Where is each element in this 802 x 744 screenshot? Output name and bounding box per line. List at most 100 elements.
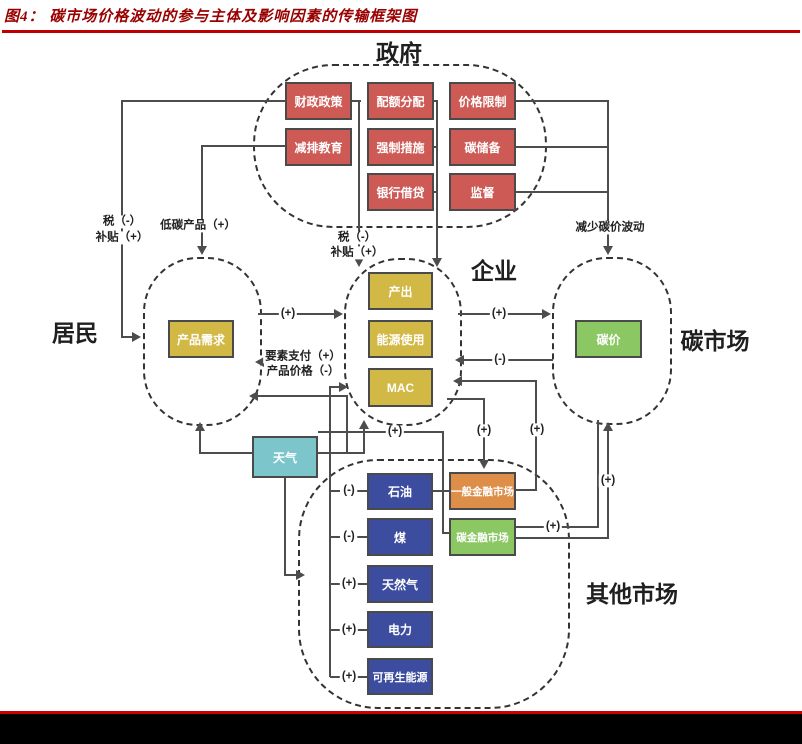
node-renewable-energy: 可再生能源	[367, 658, 433, 695]
edge-carbfin-carbonmarket-h	[516, 537, 609, 539]
footer-bar	[0, 714, 802, 744]
arrow-into-carbonmarket-left	[542, 309, 551, 319]
edge-genfin-enterprise-h1	[461, 380, 536, 382]
label-tax-mid: 税（-）	[335, 231, 379, 245]
footer-rule	[0, 711, 802, 714]
arrow-into-carbonmarket-top	[603, 246, 613, 255]
edge-residents-enterprise	[258, 313, 338, 315]
arrow-into-carbonmarket-bottom	[603, 422, 613, 431]
edge-gov-carbonmarket-v	[607, 100, 609, 248]
other-markets-group-outline	[298, 459, 570, 709]
edge-trunk-carbfin-stub	[443, 532, 450, 534]
node-fiscal-policy: 财政政策	[285, 82, 352, 120]
edge-trunk-carbfin-h	[318, 431, 444, 433]
title-rule	[2, 30, 800, 33]
label-plus-carbonmarket-carbfin: (+)	[543, 520, 563, 534]
tick-oil-left	[330, 490, 340, 492]
label-plus-enterprise-carbonmarket: (+)	[489, 307, 509, 321]
label-product-price: 产品价格（-）	[264, 365, 342, 379]
edge-weather-othermarkets-v	[284, 478, 286, 576]
edge-weather-residents-h	[200, 452, 252, 454]
edge-weather-residents-v	[199, 430, 201, 454]
edge-energy-mac-v	[329, 386, 331, 677]
node-energy-use: 能源使用	[368, 320, 433, 358]
tick-electricity-left	[330, 629, 340, 631]
node-weather: 天气	[252, 436, 318, 478]
edge-gov-enterprise-v	[436, 100, 438, 260]
label-plus-enterprise-genfin: (+)	[474, 424, 494, 438]
enterprise-group-outline	[344, 258, 462, 426]
enterprise-label: 企业	[471, 258, 517, 284]
arrow-into-enterprise-top-right	[432, 258, 442, 267]
node-product-demand: 产品需求	[168, 320, 234, 358]
edge-fiscal-enterprise-h	[352, 100, 361, 102]
arrow-into-enterprise-right1	[455, 355, 464, 365]
label-plus-gas: (+)	[339, 577, 359, 591]
edge-carbonmarket-carbfin-v	[597, 420, 599, 528]
arrow-into-enterprise-bottom	[359, 420, 369, 429]
edge-genfin-enterprise-h2	[516, 489, 536, 491]
label-plus-electricity: (+)	[339, 623, 359, 637]
arrow-into-enterprise-top-left	[354, 258, 364, 267]
edge-pricelimit-h	[516, 100, 608, 102]
node-coal: 煤	[367, 518, 433, 556]
node-output: 产出	[368, 272, 433, 310]
node-emission-education: 减排教育	[285, 128, 352, 166]
node-carbon-financial-market: 碳金融市场	[449, 518, 516, 556]
arrow-into-residents-right	[255, 357, 264, 367]
government-label: 政府	[376, 40, 422, 66]
edge-fiscal-enterprise-v	[358, 100, 360, 260]
node-mac: MAC	[368, 368, 433, 407]
edge-fiscal-residents-h1	[122, 100, 285, 102]
node-natural-gas: 天然气	[367, 565, 433, 603]
node-general-financial-market: 一般金融市场	[449, 472, 516, 510]
edge-education-residents-h	[202, 145, 285, 147]
tick-gas-right	[357, 583, 367, 585]
label-plus-genfin-enterprise: (+)	[527, 423, 547, 437]
edge-oil-genfin	[433, 490, 449, 492]
label-plus-renewable: (+)	[339, 670, 359, 684]
node-electricity: 电力	[367, 611, 433, 648]
label-low-carbon-product: 低碳产品（+）	[158, 219, 238, 233]
arrow-into-residents-left	[132, 332, 141, 342]
node-carbon-price: 碳价	[575, 320, 642, 358]
arrow-into-enterprise-left	[334, 309, 343, 319]
tick-coal-left	[330, 536, 340, 538]
residents-label: 居民	[52, 320, 98, 346]
label-subsidy-mid: 补贴（+）	[328, 246, 386, 260]
node-supervision: 监督	[449, 173, 516, 211]
label-plus-residents-enterprise: (+)	[278, 307, 298, 321]
carbon-market-label: 碳市场	[680, 328, 750, 354]
label-plus-carbfin-carbonmarket: (+)	[598, 474, 618, 488]
other-markets-label: 其他市场	[586, 581, 678, 607]
edge-carbonmarket-enterprise	[463, 359, 553, 361]
edge-weather-enterprise-h	[318, 452, 365, 454]
label-minus-coal: (-)	[341, 530, 357, 544]
node-bank-lending: 银行借贷	[367, 173, 434, 211]
tick-renewable-left	[330, 676, 340, 678]
node-mandatory-measures: 强制措施	[367, 128, 434, 166]
edge-supervision-h	[516, 191, 608, 193]
tick-gas-left	[330, 583, 340, 585]
arrow-into-enterprise-right2	[453, 376, 462, 386]
arrow-into-residents-bottom	[195, 422, 205, 431]
label-minus-oil: (-)	[341, 484, 357, 498]
node-carbon-reserve: 碳储备	[449, 128, 516, 166]
tick-coal-right	[357, 536, 367, 538]
label-reduce-fluctuation: 减少碳价波动	[573, 221, 647, 235]
edge-trunk-residents-h	[256, 395, 347, 397]
edge-education-residents-v	[201, 145, 203, 248]
edge-weather-enterprise-v	[363, 428, 365, 454]
arrow-into-residents-bottomright	[249, 391, 258, 401]
label-minus-carbonmarket-enterprise: (-)	[492, 353, 508, 367]
arrow-into-enterprise-left-mac	[339, 382, 348, 392]
edge-fiscal-residents-h2	[122, 336, 138, 338]
edge-weather-othermarkets-h	[284, 574, 298, 576]
label-tax-left: 税（-）	[100, 215, 144, 229]
figure-title: 图4： 碳市场价格波动的参与主体及影响因素的传输框架图	[4, 9, 418, 25]
arrow-into-residents-top	[197, 246, 207, 255]
edge-trunk-carbfin-v	[442, 431, 444, 534]
label-subsidy-left: 补贴（+）	[93, 231, 151, 245]
arrow-into-genfin-top	[479, 460, 489, 469]
